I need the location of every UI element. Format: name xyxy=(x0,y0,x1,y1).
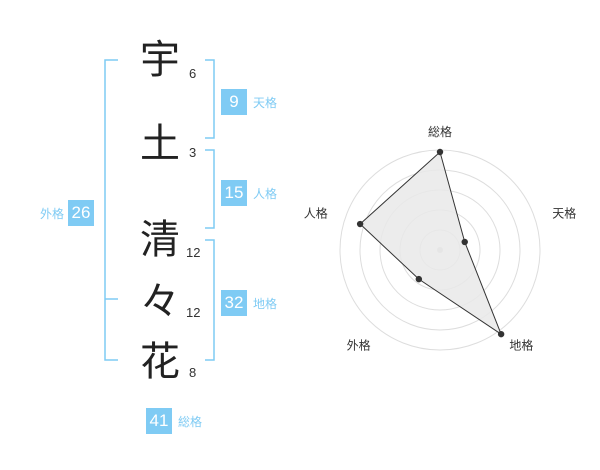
name-char-5: 花 xyxy=(140,339,180,385)
radar-axis-label-1: 総格 xyxy=(428,124,452,139)
radar-point-4 xyxy=(415,275,423,283)
radar-point-1 xyxy=(436,148,444,156)
jinkaku-bracket xyxy=(205,149,215,229)
stroke-count-2: 3 xyxy=(189,145,197,160)
radar-axis-label-3: 地格 xyxy=(509,337,533,352)
jinkaku-badge: 15 人格 xyxy=(221,180,277,206)
radar-data-polygon xyxy=(359,151,503,336)
radar-axis-label-5: 人格 xyxy=(304,206,328,221)
jinkaku-label: 人格 xyxy=(253,186,278,201)
stroke-count-3: 12 xyxy=(186,245,201,260)
gaikaku-bracket xyxy=(104,59,118,361)
name-char-1: 宇 xyxy=(140,37,180,83)
radar-axis-label-2: 天格 xyxy=(552,206,576,221)
stroke-count-4: 12 xyxy=(186,305,201,320)
stroke-count-1: 6 xyxy=(189,66,197,81)
tenkaku-badge: 9 天格 xyxy=(221,89,277,115)
chikaku-label: 地格 xyxy=(253,296,278,311)
name-char-2: 土 xyxy=(140,121,180,167)
radar-point-3 xyxy=(497,330,505,338)
chikaku-bracket xyxy=(205,239,215,361)
tenkaku-bracket xyxy=(205,59,215,139)
gaikaku-badge: 外格 26 xyxy=(40,200,95,226)
stroke-count-5: 8 xyxy=(189,365,197,380)
chikaku-value: 32 xyxy=(221,290,247,316)
soukaku-badge: 41 総格 xyxy=(146,408,202,434)
radar-point-5 xyxy=(356,220,364,228)
gaikaku-label: 外格 xyxy=(40,206,65,221)
name-char-4: 々 xyxy=(140,279,180,325)
name-char-3: 清 xyxy=(140,217,180,263)
radar-point-2 xyxy=(461,238,468,246)
chikaku-badge: 32 地格 xyxy=(221,290,277,316)
gaikaku-value: 26 xyxy=(68,200,95,226)
tenkaku-value: 9 xyxy=(221,89,247,115)
soukaku-value: 41 xyxy=(146,408,172,434)
jinkaku-value: 15 xyxy=(221,180,247,206)
tenkaku-label: 天格 xyxy=(253,95,278,110)
radar-axis-label-4: 外格 xyxy=(347,337,371,352)
soukaku-label: 総格 xyxy=(178,414,203,429)
